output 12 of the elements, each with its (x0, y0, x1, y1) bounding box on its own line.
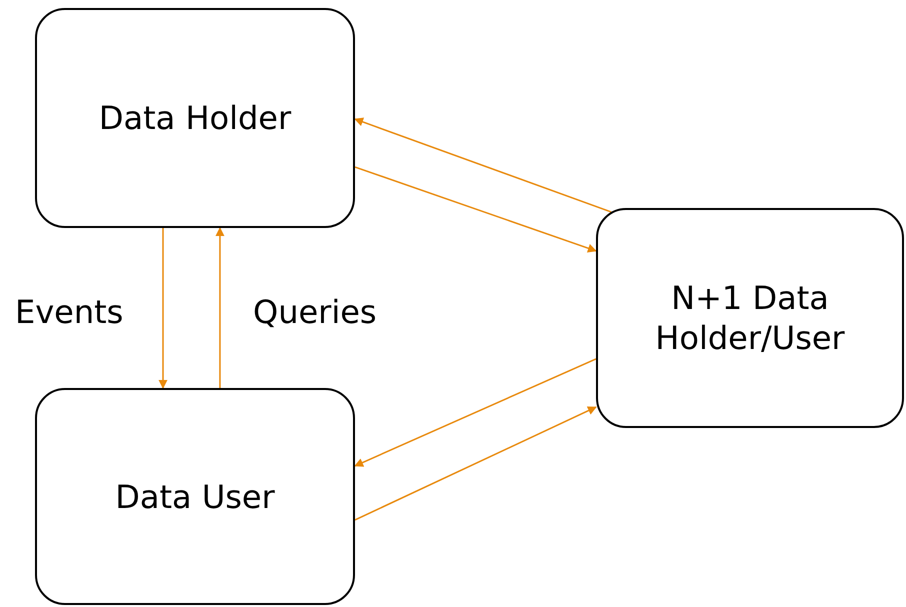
arrow (354, 358, 596, 467)
node-label: Data User (115, 476, 275, 516)
node-label: Data Holder (98, 98, 292, 138)
process-box (596, 208, 904, 428)
process-box (35, 8, 355, 228)
arrow (215, 227, 224, 388)
arrow (158, 228, 168, 389)
node-label: N+1 Data Holder/User (654, 278, 846, 358)
arrow (354, 406, 597, 521)
process-box (35, 388, 355, 605)
arrow (354, 118, 612, 213)
arrow (354, 166, 597, 252)
